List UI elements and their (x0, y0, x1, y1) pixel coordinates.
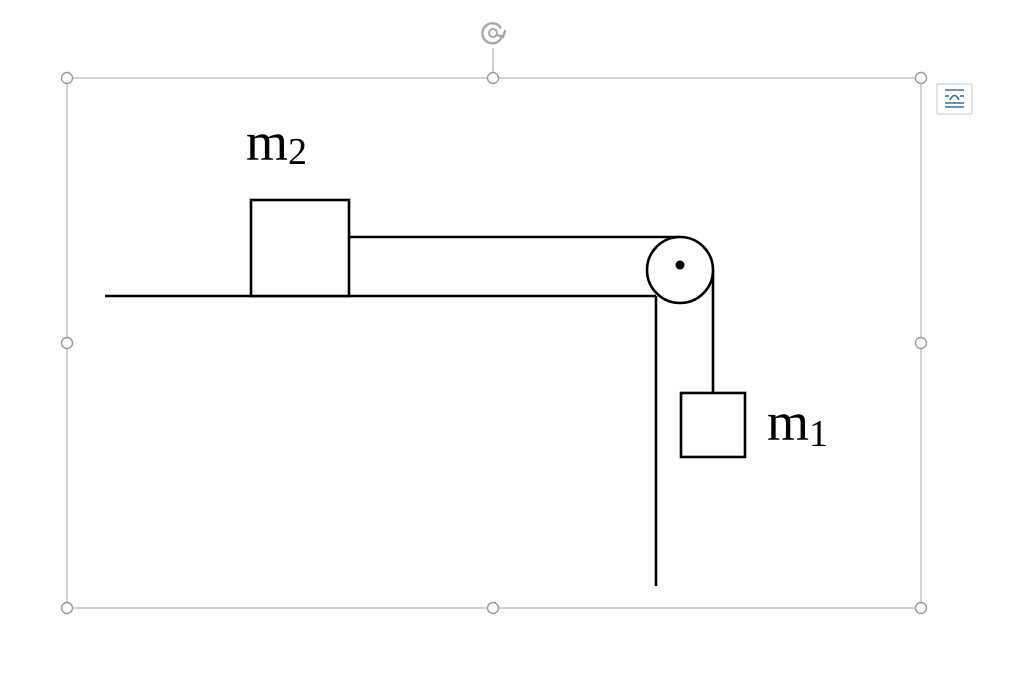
resize-handle-bottom-left[interactable] (60, 601, 74, 615)
pulley-axle (675, 260, 685, 270)
layout-options-icon (945, 89, 964, 108)
resize-handle-bottom-middle[interactable] (486, 601, 500, 615)
block-m1 (679, 391, 747, 459)
resize-handle-top-left[interactable] (60, 71, 74, 85)
label-m2: m2 (246, 112, 307, 173)
resize-handle-top-right[interactable] (914, 71, 928, 85)
block-m2 (249, 198, 351, 298)
rotate-icon[interactable] (479, 19, 507, 47)
pulley-diagram: m2 m1 (105, 112, 828, 586)
resize-handle-top-middle[interactable] (486, 71, 500, 85)
resize-handle-bottom-right[interactable] (914, 601, 928, 615)
resize-handle-middle-right[interactable] (914, 336, 928, 350)
label-m1: m1 (767, 392, 828, 455)
selection-frame (66, 77, 922, 609)
layout-options-button[interactable] (936, 83, 973, 115)
resize-handle-middle-left[interactable] (60, 336, 74, 350)
pulley-wheel (645, 235, 715, 305)
